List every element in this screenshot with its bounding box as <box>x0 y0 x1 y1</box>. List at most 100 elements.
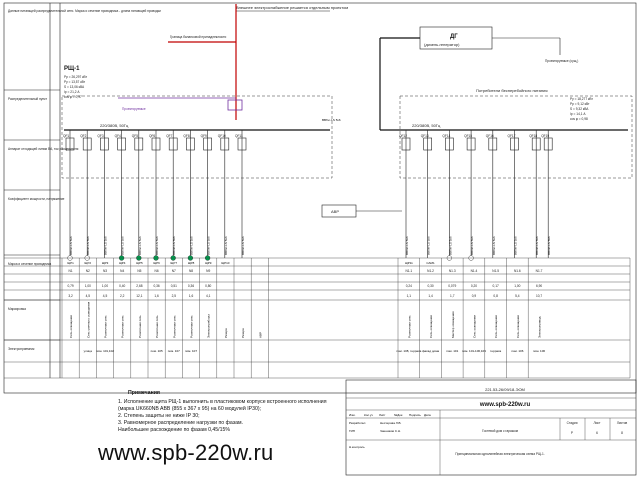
cell-power: 0,36 <box>188 284 194 288</box>
cell-station: N3 <box>103 269 107 273</box>
feeder-cable-label: ВВГнг-LS 5х6 <box>121 236 125 255</box>
cell-marking: ЩР6 <box>153 261 160 265</box>
cell-power: 1,00 <box>514 284 520 288</box>
left-param: S = 13,06 кВА <box>64 85 85 89</box>
breaker-symbol <box>203 137 212 151</box>
cell-room: пом. 101,102 <box>96 349 114 353</box>
note-line-5: Наибольшее расхождение по фазам 0,45/15% <box>118 427 230 433</box>
cell-room: пом. 106 <box>533 349 545 353</box>
breaker-label: QF19 <box>541 134 549 138</box>
cell-room: пом. 107 <box>185 349 197 353</box>
breaker-label: QF11 <box>235 134 243 138</box>
breaker-symbol <box>237 137 247 151</box>
cell-current: 2,2 <box>120 294 125 298</box>
stamp-stage-header: Стадия <box>567 421 578 425</box>
cell-marking: ЩР2 <box>85 261 92 265</box>
cell-power: 0,17 <box>493 284 499 288</box>
feeder-cable-label: ВВГнг-LS 5х6 <box>470 236 474 255</box>
side-header-3: Коэффициент мощности, напряжение <box>8 197 65 201</box>
cell-consumer: Сеть уличного освещения <box>86 301 90 338</box>
cell-power: 0,79 <box>67 284 73 288</box>
stamp-col-header: Изм. <box>349 413 356 417</box>
breaker-label: QF6 <box>149 134 155 138</box>
cell-current: 4,1 <box>206 294 211 298</box>
stamp-col-header: Кол.уч <box>364 413 373 417</box>
breaker-label: QF10 <box>218 134 226 138</box>
left-param: Рр = 26,297 кВт <box>64 75 88 79</box>
stamp-stage-header: Лист <box>594 421 601 425</box>
consumer-table <box>4 257 631 379</box>
cell-consumer: Розеточная сеть <box>190 315 194 338</box>
right-group-title: Потребители бесперебойного питания <box>476 88 548 93</box>
cell-consumer: Резерв <box>241 328 245 338</box>
cell-room: пом. 108, терраса <box>396 349 421 353</box>
border-label: Граница балансовой принадлежности <box>170 35 227 39</box>
stamp-code: 221.53-26/09/18-ЭОМ <box>485 387 525 392</box>
breaker-label: QF15 <box>464 134 472 138</box>
cell-station: N1.2 <box>427 269 434 273</box>
breaker-symbol <box>151 137 161 151</box>
cell-consumer: Электроприборы <box>207 314 211 338</box>
breaker-label: QF3 <box>97 134 103 138</box>
design-label: Проектируемые <box>122 107 146 111</box>
cell-marking: ЩР10 <box>221 261 229 265</box>
feeder-cable-label: ВВГнг-LS 5х6 <box>207 236 211 255</box>
stamp-stage-value: Р <box>571 431 573 435</box>
breaker-symbol <box>445 137 454 151</box>
breaker-label: QF5 <box>132 134 138 138</box>
cell-power: 0,24 <box>406 284 412 288</box>
cell-room: пом. 101 <box>446 349 458 353</box>
left-param: Ру = 13,57 кВт <box>64 80 86 84</box>
note-line-2: (марка UK660NB ABB (855 х 367 х 95) на 6… <box>118 406 262 412</box>
cell-marking: ЩР7 <box>171 261 178 265</box>
cell-marking: ЩР4 <box>119 261 126 265</box>
cell-station: N1.1 <box>405 269 412 273</box>
watermark-website: www.spb-220w.ru <box>98 440 274 465</box>
side-header-1: Распределительный пункт <box>8 97 48 101</box>
right-param: cos φ = 0,98 <box>570 117 588 121</box>
cell-power: 2,68 <box>136 284 142 288</box>
cell-consumer: Розеточная сеть <box>155 315 159 338</box>
breaker-label: QF14 <box>442 134 450 138</box>
left-param: Iр = 21,2 А <box>64 90 80 94</box>
generator-title: ДГ <box>450 34 458 40</box>
left-bus-label: 220/380В, 50Гц <box>100 123 129 128</box>
cell-room: улица <box>84 349 93 353</box>
left-panel-boundary <box>61 95 333 179</box>
cell-room: фасад дома <box>422 349 439 353</box>
feeder-cable-label: ВВГнг-LS 5х6 <box>189 236 193 255</box>
cell-power: 0,40 <box>119 284 125 288</box>
cell-power: 1,00 <box>102 284 108 288</box>
cell-station: N2 <box>86 269 90 273</box>
cell-consumer: Розеточная сеть <box>121 315 125 338</box>
title-block: 221.53-26/09/18-ЭОМwww.spb-220w.ruИзм.Ко… <box>346 387 636 475</box>
cell-current: 1,6 <box>154 294 159 298</box>
cell-current: 3,2 <box>68 294 73 298</box>
cell-consumer: Розеточная сеть <box>172 315 176 338</box>
cell-station: N8 <box>189 269 193 273</box>
avr-label: АВР <box>331 209 339 214</box>
cell-station: N1.7 <box>536 269 543 273</box>
cell-station: N1.4 <box>471 269 478 273</box>
cell-room: пом. 107 <box>168 349 180 353</box>
breaker-label: QF17 <box>508 134 516 138</box>
cell-station: N9 <box>206 269 210 273</box>
stamp-stage-value: 6 <box>596 431 598 435</box>
feeder-cable-label: ВВГнг-LS 5х6 <box>547 236 551 255</box>
cell-power: 0,20 <box>471 284 477 288</box>
stamp-stage-header: Листов <box>617 421 628 425</box>
cell-room: пом. 101-106,109 <box>462 349 486 353</box>
feeder-cable-label: ВВГнг-LS 5х6 <box>427 236 431 255</box>
cell-station: N1.6 <box>514 269 521 273</box>
right-panel-boundary <box>399 95 633 179</box>
breaker-symbol <box>543 137 553 151</box>
panel-name: РЩ-1 <box>64 66 80 72</box>
feeder-cable-label: ВВГнг-LS 5х6 <box>103 236 107 255</box>
cell-power: 0,30 <box>427 284 433 288</box>
cell-room: пом. 105 <box>151 349 163 353</box>
cell-current: 10,7 <box>536 294 542 298</box>
cell-station: N6 <box>155 269 159 273</box>
